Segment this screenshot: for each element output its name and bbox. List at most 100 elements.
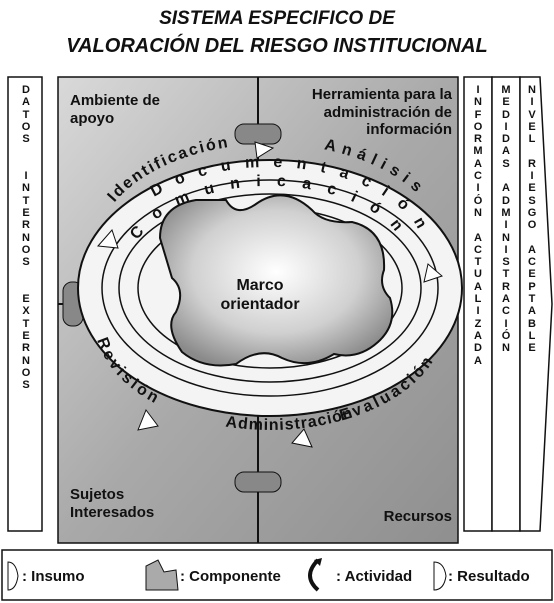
vertical-letter: S	[528, 194, 536, 207]
vertical-letter: A	[528, 243, 536, 256]
vertical-letter: D	[474, 342, 482, 355]
vertical-letter: N	[502, 342, 510, 355]
vertical-letter: O	[527, 219, 537, 232]
vertical-letter: M	[501, 84, 511, 96]
vertical-letter: T	[22, 108, 30, 121]
vertical-letter	[476, 220, 479, 232]
vertical-letter: A	[474, 354, 482, 367]
vertical-letter: O	[21, 243, 31, 256]
vertical-letter: T	[502, 268, 510, 281]
legend-resultado: : Resultado	[448, 568, 530, 585]
vertical-letter: R	[22, 219, 30, 232]
vertical-letter: A	[502, 293, 510, 306]
quadrant-ambiente-de-apoyo: Ambiente de apoyo	[70, 92, 161, 127]
vertical-letter	[530, 146, 533, 158]
ring-arrow-left	[96, 229, 119, 249]
vertical-letter: E	[528, 120, 536, 133]
vertical-letter: Z	[474, 317, 482, 330]
vertical-letter: D	[502, 194, 510, 207]
legend-bar	[1, 549, 553, 601]
vertical-letter: I	[504, 120, 508, 133]
vertical-letter: A	[474, 329, 482, 342]
vertical-letter: N	[502, 231, 510, 244]
vertical-letter: T	[22, 317, 30, 330]
vertical-letter: Ó	[473, 194, 483, 207]
ring-arrow-right	[423, 263, 443, 283]
vertical-letter: A	[474, 157, 482, 170]
vertical-letter: S	[22, 379, 30, 392]
vertical-letter: E	[528, 342, 536, 355]
vertical-letter: I	[504, 219, 508, 232]
quadrant-sujetos-interesados: Sujetos Interesados	[70, 486, 155, 521]
vertical-letter: D	[502, 108, 510, 121]
vertical-letter: I	[530, 170, 534, 183]
vertical-letter: N	[22, 182, 30, 195]
vertical-letter: A	[474, 231, 482, 244]
legend-insumo: : Insumo	[22, 568, 85, 585]
ring-arrow-bottom	[291, 428, 313, 448]
vertical-letter: V	[528, 108, 536, 121]
vertical-letter: R	[474, 133, 482, 146]
vertical-letter: I	[504, 243, 508, 256]
left-input-bar	[7, 76, 43, 532]
vertical-letter: U	[474, 268, 482, 281]
vertical-letter: S	[502, 157, 510, 170]
vertical-letter: N	[474, 96, 482, 109]
vertical-letter: A	[502, 145, 510, 158]
vertical-letter: T	[528, 293, 536, 306]
vertical-letter: C	[528, 256, 536, 269]
vertical-letter: E	[528, 182, 536, 195]
vertical-letter: A	[474, 280, 482, 293]
vertical-letter: N	[474, 206, 482, 219]
vertical-letter: T	[474, 256, 482, 269]
vertical-letter: R	[528, 157, 536, 170]
vertical-letter: G	[527, 206, 537, 219]
vertical-letter: P	[528, 280, 536, 293]
vertical-letter: O	[21, 366, 31, 379]
vertical-letter: A	[528, 305, 536, 318]
vertical-letter: N	[22, 354, 30, 367]
vertical-letter: O	[473, 120, 483, 133]
vertical-letter: I	[530, 96, 534, 109]
vertical-letter: C	[502, 305, 510, 318]
vertical-letter: E	[22, 206, 30, 219]
vertical-letter: B	[528, 317, 536, 330]
quadrant-herramienta: Herramienta para la administración de in…	[311, 86, 452, 139]
vertical-letter: N	[528, 84, 536, 96]
vertical-letter	[530, 233, 533, 245]
vertical-letter: E	[528, 268, 536, 281]
vertical-letter: M	[501, 206, 511, 219]
center-framework	[158, 194, 394, 367]
ring-arrow-lower-left	[137, 408, 159, 431]
right-output-bars	[463, 76, 553, 532]
vertical-letter: L	[528, 133, 536, 146]
vertical-letter: M	[473, 145, 483, 158]
vertical-letter: N	[22, 231, 30, 244]
vertical-letter: L	[474, 293, 482, 306]
vertical-letter: L	[528, 329, 536, 342]
vertical-letter: T	[22, 194, 30, 207]
vertical-letter: O	[21, 120, 31, 133]
center-marco-orientador: Marco orientador	[220, 277, 300, 313]
vertical-letter: R	[502, 280, 510, 293]
vertical-letter: C	[474, 243, 482, 256]
vertical-letter: I	[476, 182, 480, 195]
vertical-letter: I	[476, 84, 480, 96]
vertical-letter: E	[502, 96, 510, 109]
vertical-letter: E	[22, 329, 30, 342]
vertical-letter: D	[502, 133, 510, 146]
vertical-letter: C	[474, 170, 482, 183]
vertical-letter: S	[22, 256, 30, 269]
vertical-letter: Ó	[501, 329, 511, 342]
resultado-icon	[433, 561, 447, 591]
legend-actividad: : Actividad	[336, 568, 413, 585]
legend-componente: : Componente	[180, 568, 281, 585]
diagram-title-line1: SISTEMA ESPECIFICO DE	[159, 8, 395, 29]
insumo-icon	[7, 561, 19, 591]
vertical-letter: I	[504, 317, 508, 330]
